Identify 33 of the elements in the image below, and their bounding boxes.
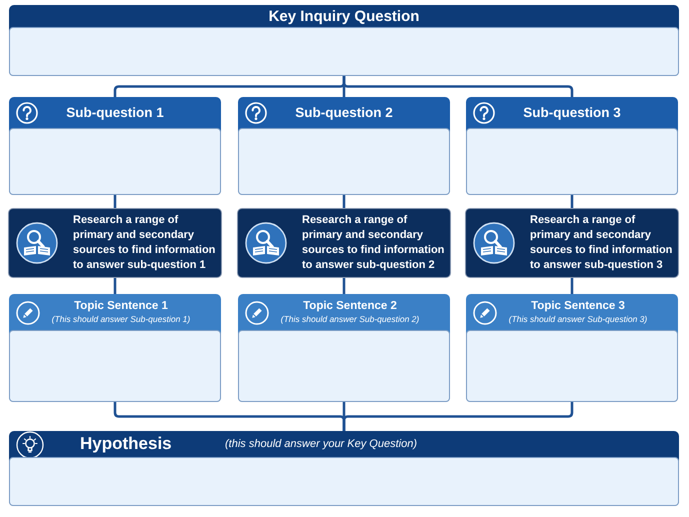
card-heading: Sub-question 2 — [295, 105, 393, 120]
card-heading: Hypothesis — [80, 433, 172, 455]
instruction-note: (this should answer your Key Question) — [225, 437, 417, 452]
question-card — [9, 5, 679, 76]
instruction-note: (This should answer Sub-question 2) — [280, 313, 420, 325]
connector-line — [342, 195, 346, 209]
card-heading: Key Inquiry Question — [268, 8, 420, 24]
question-card — [9, 97, 221, 195]
instruction-panel — [9, 209, 221, 277]
instruction-text: Research a range of primary and secondary sources to find information to answer sub-question 1 — [73, 213, 216, 273]
question-card — [238, 97, 450, 195]
card-heading: Topic Sentence 2 — [303, 299, 397, 313]
instruction-panel — [238, 209, 450, 277]
topic-sentence-card — [466, 294, 678, 402]
instruction-text: Research a range of primary and secondary sources to find information to answer sub-question 3 — [530, 213, 674, 273]
topic-sentence-card — [238, 294, 450, 402]
connector-line — [114, 277, 116, 294]
card-heading: Topic Sentence 1 — [74, 299, 168, 313]
connector-line — [570, 195, 574, 209]
instruction-panel — [466, 209, 678, 277]
instruction-note: (This should answer Sub-question 3) — [508, 313, 648, 325]
connector-line — [342, 277, 346, 294]
connector-line — [342, 76, 574, 97]
instruction-note: (This should answer Sub-question 1) — [52, 313, 190, 325]
card-heading: Sub-question 3 — [523, 105, 621, 120]
hypothesis-card — [9, 431, 679, 506]
topic-sentence-card — [9, 294, 221, 402]
connector-line — [570, 277, 574, 294]
card-heading: Topic Sentence 3 — [531, 299, 625, 313]
card-heading: Sub-question 1 — [66, 105, 164, 120]
instruction-text: Research a range of primary and secondary sources to find information to answer sub-question 2 — [302, 213, 446, 273]
question-card — [466, 97, 678, 195]
connector-line — [114, 195, 116, 209]
